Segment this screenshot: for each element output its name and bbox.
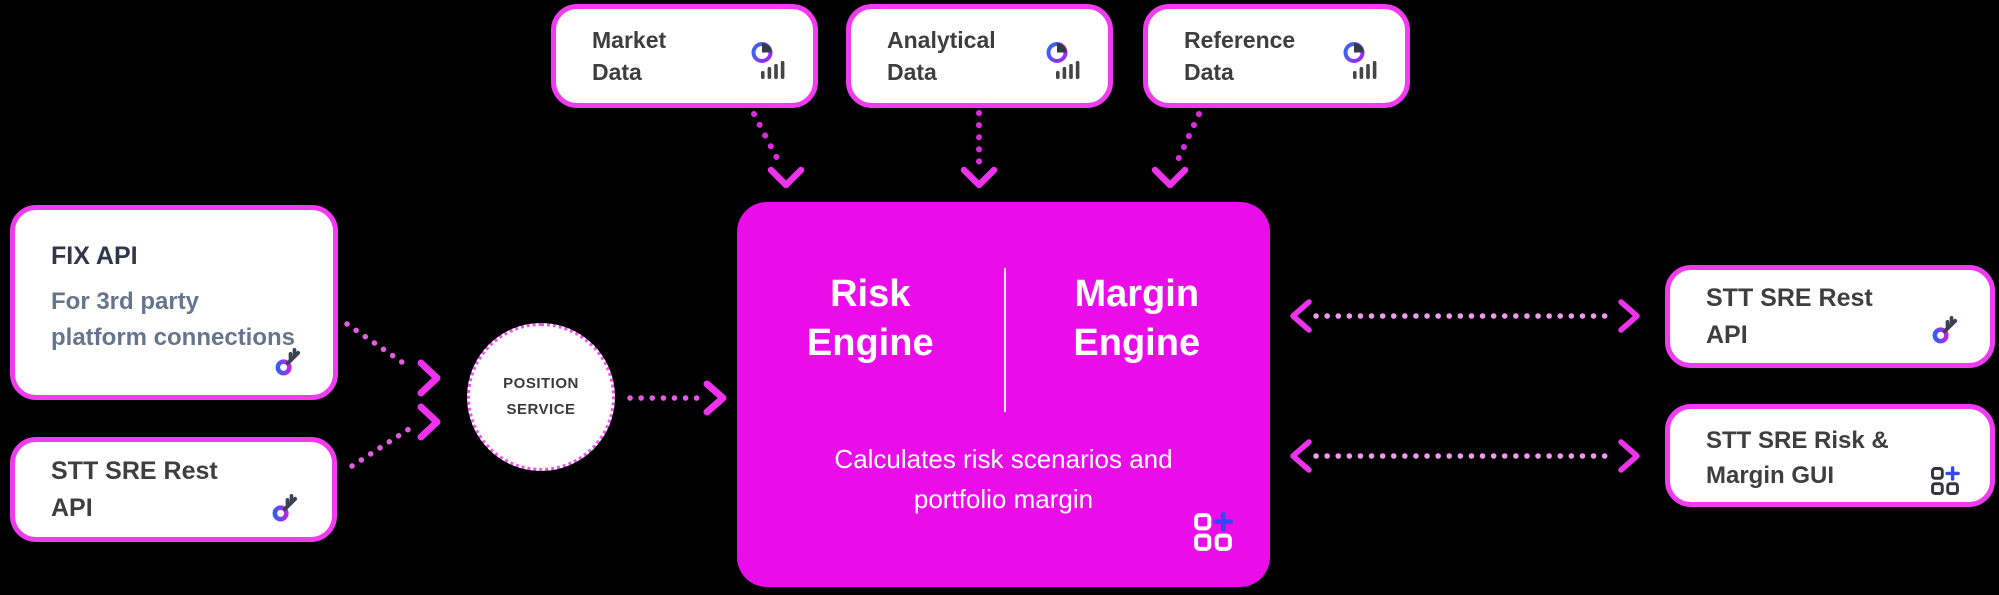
risk-engine-line2: Engine xyxy=(806,322,934,365)
position-service-line2: SERVICE xyxy=(506,401,576,418)
arrow-market-data-to-engine xyxy=(751,111,805,189)
arrow-reference-data-to-engine xyxy=(1151,111,1202,189)
fix-api-subtitle: For 3rd party platform connections xyxy=(51,284,303,356)
gui-label-line1: STT SRE Risk & xyxy=(1706,426,1889,454)
market-data-label: Market Data xyxy=(592,24,749,88)
margin-engine-title: Margin Engine xyxy=(1004,270,1271,369)
stt-sre-risk-margin-gui-label: STT SRE Risk & Margin GUI xyxy=(1706,424,1889,494)
engine-divider xyxy=(1003,268,1006,412)
arrow-position-service-to-engine xyxy=(627,380,727,416)
pie-bar-chart-icon xyxy=(751,42,785,79)
key-icon xyxy=(1932,315,1958,344)
key-icon xyxy=(272,493,298,522)
market-data-card: Market Data xyxy=(551,4,818,108)
engine-description-line1: Calculates risk scenarios and xyxy=(834,444,1173,474)
pie-bar-chart-icon xyxy=(1343,42,1377,79)
fix-api-subtitle-line2: platform connections xyxy=(51,324,296,351)
position-service-line1: POSITION xyxy=(503,374,579,392)
stt-sre-rest-api-label: STT SRE Rest API xyxy=(1706,284,1873,349)
reference-data-label: Reference Data xyxy=(1184,24,1341,88)
reference-data-line1: Reference xyxy=(1184,26,1296,53)
arrow-engine-to-stt-gui xyxy=(1290,439,1640,473)
arrow-fix-api-to-position-service xyxy=(344,321,441,397)
risk-margin-engine-card: Risk Engine Margin Engine Calculates ris… xyxy=(737,202,1270,587)
risk-engine-line1: Risk xyxy=(830,273,911,315)
engine-description: Calculates risk scenarios and portfolio … xyxy=(737,439,1270,520)
analytical-data-card: Analytical Data xyxy=(846,4,1113,108)
analytical-data-label: Analytical Data xyxy=(887,24,1044,88)
market-data-line2: Data xyxy=(592,59,642,85)
modules-plus-icon xyxy=(1194,511,1234,551)
reference-data-card: Reference Data xyxy=(1143,4,1410,108)
margin-engine-line1: Margin xyxy=(1074,273,1200,315)
reference-data-line2: Data xyxy=(1184,59,1234,85)
margin-engine-line2: Engine xyxy=(1073,322,1201,365)
arrow-engine-to-stt-rest-right xyxy=(1290,299,1640,333)
fix-api-card: FIX API For 3rd party platform connectio… xyxy=(10,205,338,400)
market-data-line1: Market xyxy=(592,26,667,53)
arrow-stt-rest-left-to-position-service xyxy=(349,403,441,469)
position-service-node: POSITION SERVICE xyxy=(467,323,615,471)
stt-sre-rest-api-card-left: STT SRE Rest API xyxy=(10,437,337,542)
fix-api-title: FIX API xyxy=(51,242,138,270)
gui-label-line2: Margin GUI xyxy=(1706,461,1835,489)
modules-plus-icon xyxy=(1931,466,1960,495)
pie-bar-chart-icon xyxy=(1046,42,1080,79)
stt-sre-rest-api-label: STT SRE Rest API xyxy=(51,457,218,522)
stt-sre-rest-api-card-right: STT SRE Rest API xyxy=(1665,265,1995,368)
arrow-analytical-data-to-engine xyxy=(960,110,998,189)
risk-engine-title: Risk Engine xyxy=(737,270,1004,369)
fix-api-subtitle-line1: For 3rd party xyxy=(51,288,200,315)
key-icon xyxy=(275,347,301,376)
engine-description-line2: portfolio margin xyxy=(913,484,1094,515)
engine-titles: Risk Engine Margin Engine xyxy=(737,270,1270,369)
analytical-data-line2: Data xyxy=(887,59,937,85)
stt-sre-risk-margin-gui-card: STT SRE Risk & Margin GUI xyxy=(1665,404,1995,507)
analytical-data-line1: Analytical xyxy=(887,26,996,53)
